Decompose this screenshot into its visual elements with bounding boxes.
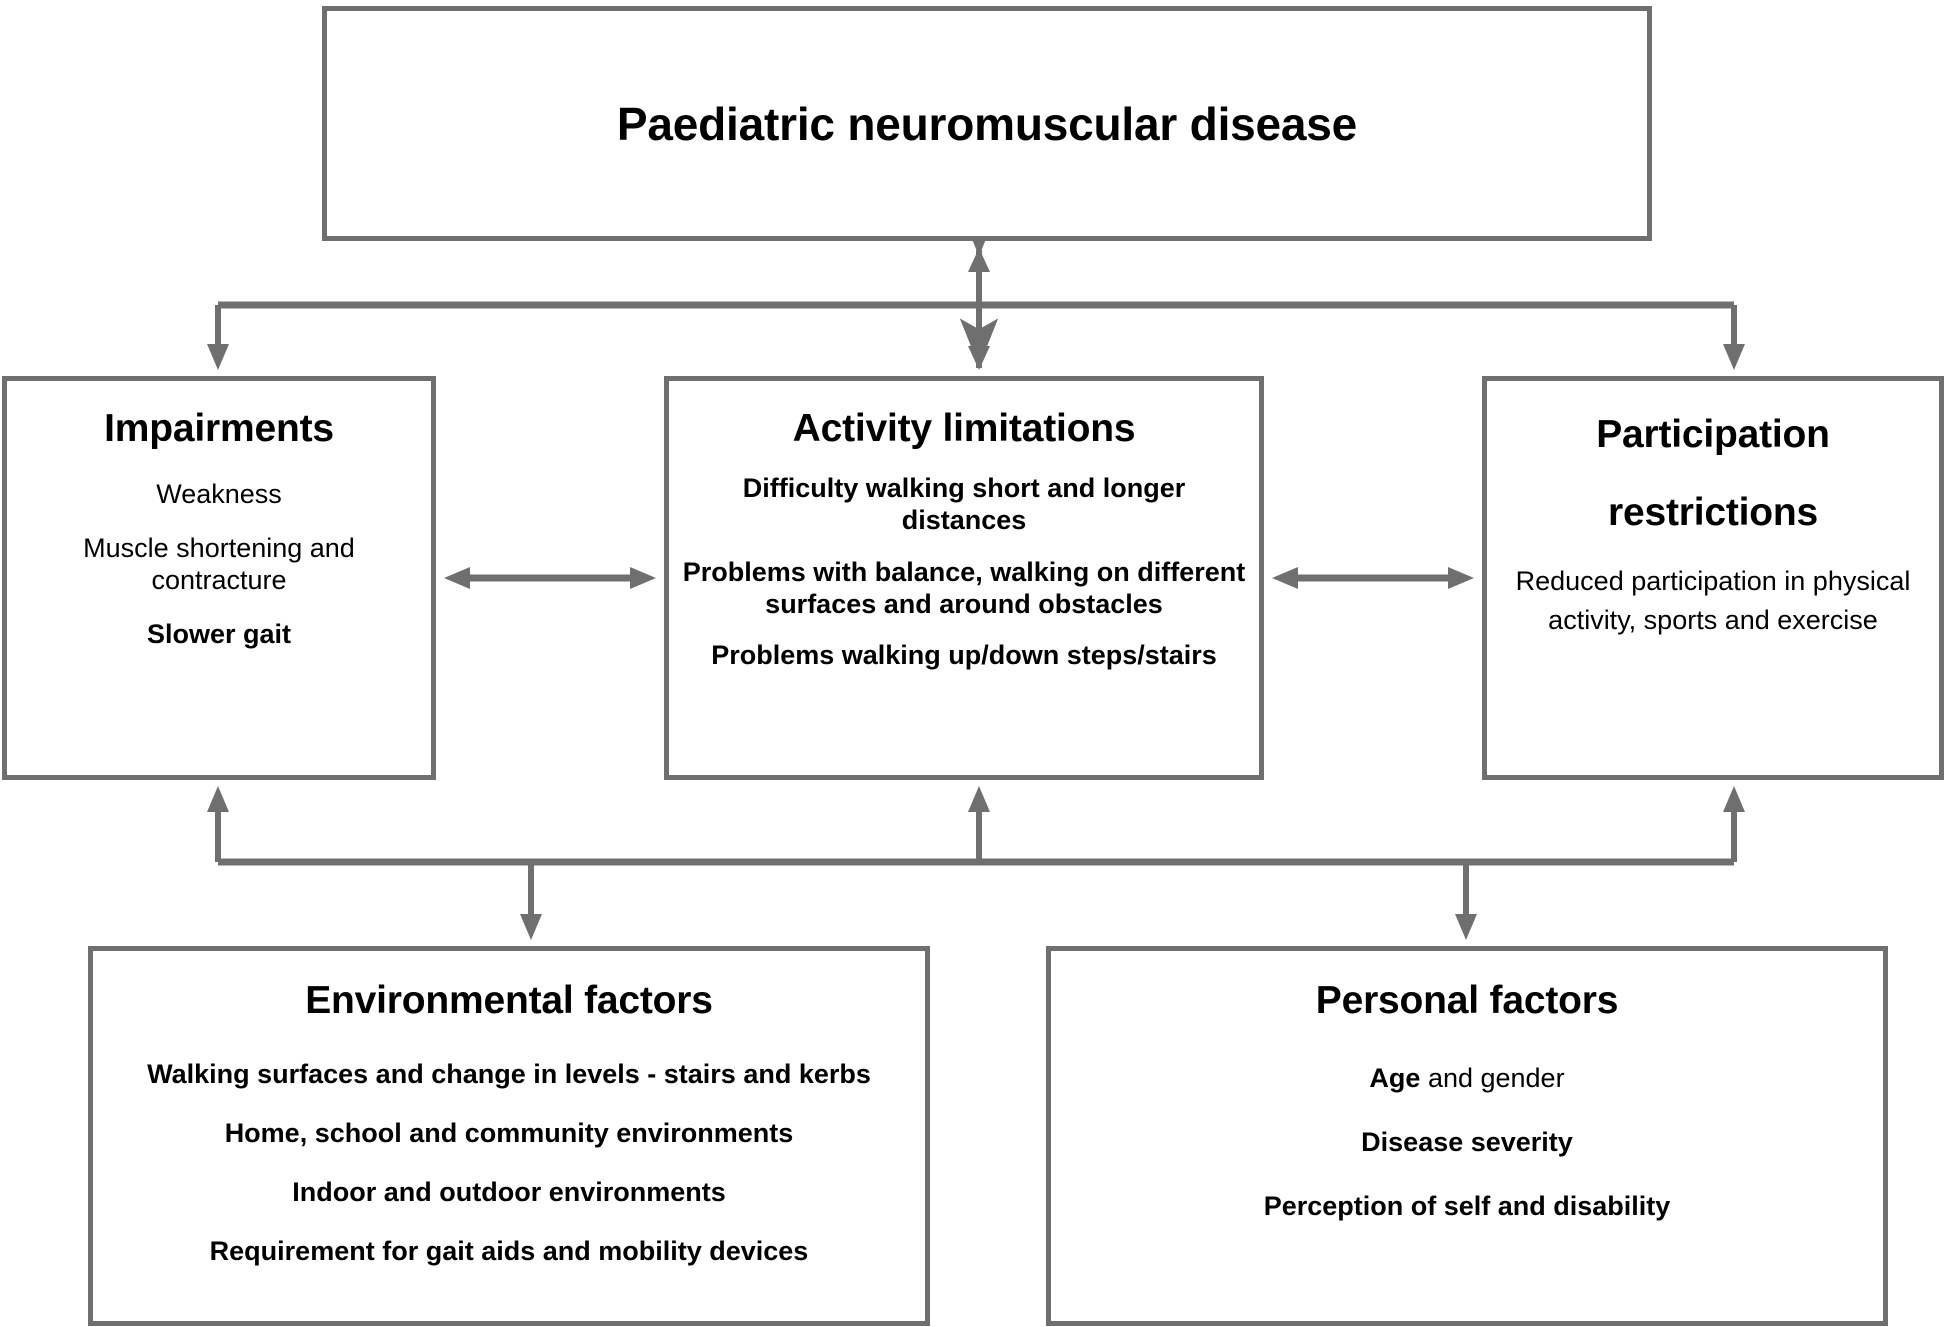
- node-title: Personal factors: [1315, 979, 1619, 1022]
- node-line: Slower gait: [146, 618, 292, 649]
- node-title: Environmental factors: [305, 979, 713, 1022]
- connector-bus-to-bottom: [520, 862, 1477, 940]
- connector-lower-bus: [207, 786, 1745, 866]
- node-line: Problems with balance, walking on differ…: [682, 556, 1246, 619]
- node-paediatric-neuromuscular-disease[interactable]: Paediatric neuromuscular disease: [322, 6, 1652, 241]
- node-title: Paediatric neuromuscular disease: [616, 97, 1358, 150]
- node-line-emphasis: Age: [1369, 1063, 1421, 1093]
- node-line: Perception of self and disability: [1263, 1190, 1671, 1221]
- connector-activity-participation: [1272, 567, 1474, 589]
- connector-root-activity: [959, 208, 999, 370]
- node-impairments[interactable]: Impairments Weakness Muscle shortening a…: [2, 376, 436, 780]
- node-line: Reduced participation in physical activi…: [1515, 565, 1911, 636]
- node-line: Indoor and outdoor environments: [292, 1176, 726, 1207]
- node-environmental-factors[interactable]: Environmental factors Walking surfaces a…: [88, 946, 930, 1326]
- node-line: Requirement for gait aids and mobility d…: [209, 1235, 809, 1266]
- node-line: Walking surfaces and change in levels - …: [147, 1059, 871, 1089]
- node-title-line-2: restrictions: [1607, 491, 1818, 535]
- node-line: Muscle shortening and contracture: [83, 532, 355, 595]
- node-line: Difficulty walking short and longer dist…: [742, 473, 1186, 535]
- node-activity-limitations[interactable]: Activity limitations Difficulty walking …: [664, 376, 1264, 780]
- connector-impairments-activity: [444, 567, 656, 589]
- node-title: Activity limitations: [792, 407, 1136, 450]
- node-line-rest: and gender: [1420, 1063, 1565, 1093]
- node-personal-factors[interactable]: Personal factors Age and gender Disease …: [1046, 946, 1888, 1326]
- node-title: Impairments: [104, 407, 334, 450]
- node-line: Disease severity: [1361, 1126, 1573, 1157]
- node-title-line-1: Participation: [1596, 413, 1830, 456]
- connector-root-bus: [207, 301, 1745, 370]
- node-line: Home, school and community environments: [224, 1117, 794, 1148]
- node-line: Weakness: [156, 479, 282, 509]
- node-line: Problems walking up/down steps/stairs: [711, 640, 1217, 671]
- node-line: Age and gender: [1369, 1063, 1564, 1095]
- node-participation-restrictions[interactable]: Participation restrictions Reduced parti…: [1482, 376, 1944, 780]
